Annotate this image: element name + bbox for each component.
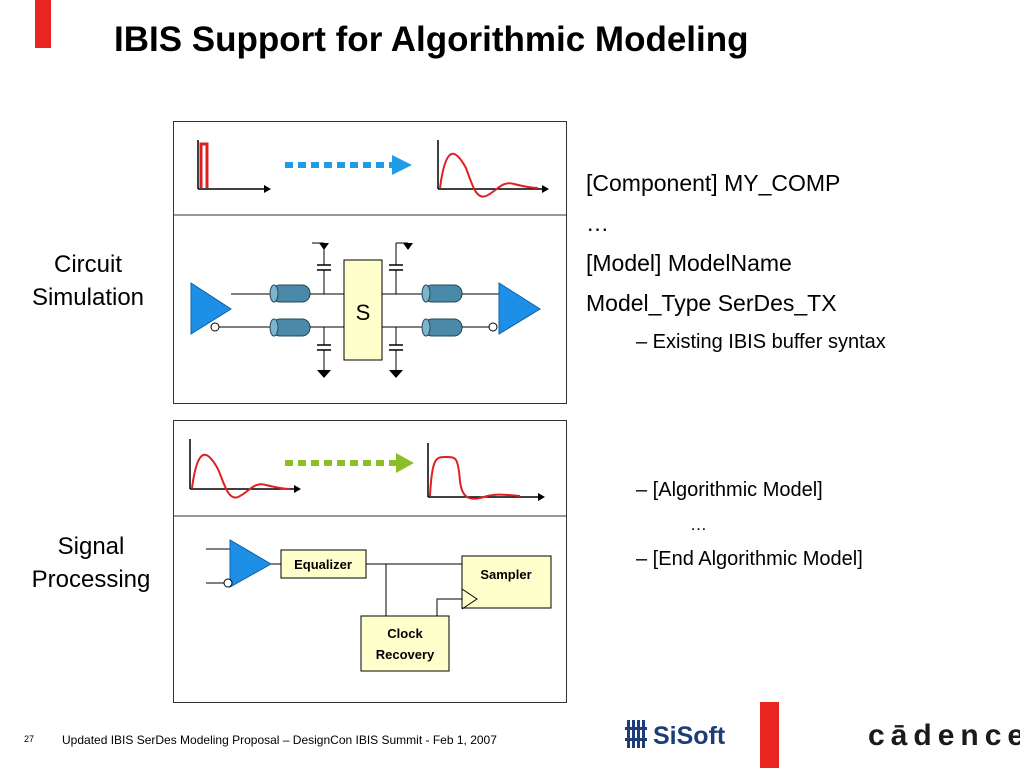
input-pulse-waveform [197,140,271,193]
equalizer-block [280,549,367,579]
spec-model-line: [Model] ModelName [586,250,792,276]
circuit-simulation-diagram: S [174,140,566,378]
signal-label-line2: Processing [31,566,151,593]
signal-processing-diagram: Equalizer Sampler Clock Recovery [174,439,566,672]
s-parameter-block [343,259,383,361]
spec-ellipsis-line: … [586,210,609,236]
equalizer-label: Equalizer [294,557,352,572]
spec-algorithmic-ellipsis: … [690,515,707,534]
logo-divider-bar [760,702,779,768]
slide-title: IBIS Support for Algorithmic Modeling [114,20,749,59]
circuit-simulation-panel: S [173,121,567,404]
signal-processing-label: Signal Processing [20,530,162,596]
signal-processing-panel: Equalizer Sampler Clock Recovery [173,420,567,703]
blue-dotted-arrow [285,155,412,175]
tx-buffer [190,282,232,335]
spec-end-algorithmic-model: – [End Algorithmic Model] [636,548,863,570]
circuit-simulation-label: Circuit Simulation [18,248,158,314]
sisoft-logo: SiSoft [625,720,726,750]
sampler-label: Sampler [480,567,531,582]
signal-label-line1: Signal [57,533,125,560]
footer-text: Updated IBIS SerDes Modeling Proposal – … [62,733,497,747]
rx-buffer [488,282,541,335]
accent-bar [35,0,51,48]
clock-recovery-block [360,615,450,672]
cadence-logo: cādence [868,719,1020,752]
model-spec: [Component] MY_COMP … [Model] ModelName … [586,163,840,323]
spec-existing-syntax: – Existing IBIS buffer syntax [636,331,886,353]
circuit-label-line2: Simulation [31,284,145,311]
cadence-logo-text: cādence [868,719,1020,752]
green-dotted-arrow [285,453,414,473]
spec-component-line: [Component] MY_COMP [586,170,841,196]
equalized-waveform [427,443,545,501]
circuit-label-line1: Circuit [53,251,122,278]
clock-recovery-label-line2: Recovery [376,647,435,662]
sisoft-logo-text: SiSoft [653,722,726,750]
clock-recovery-label-line1: Clock [387,626,423,641]
capacitor-left-top [312,242,331,294]
capacitor-right-top [389,242,413,294]
capacitor-left-bottom [317,327,331,378]
input-response-waveform [189,439,301,499]
pulse-response-waveform [437,140,549,198]
footer-logos: SiSoft cādence [625,702,1020,768]
capacitor-right-bottom [389,327,403,378]
s-parameter-label: S [356,300,371,325]
buffer-icon [223,539,273,588]
slide-number: 27 [24,734,35,744]
spec-model-type-line: Model_Type SerDes_TX [586,290,837,316]
spec-algorithmic-model: – [Algorithmic Model] [636,479,823,501]
transmission-line-right [421,284,463,337]
transmission-line-left [269,284,311,337]
